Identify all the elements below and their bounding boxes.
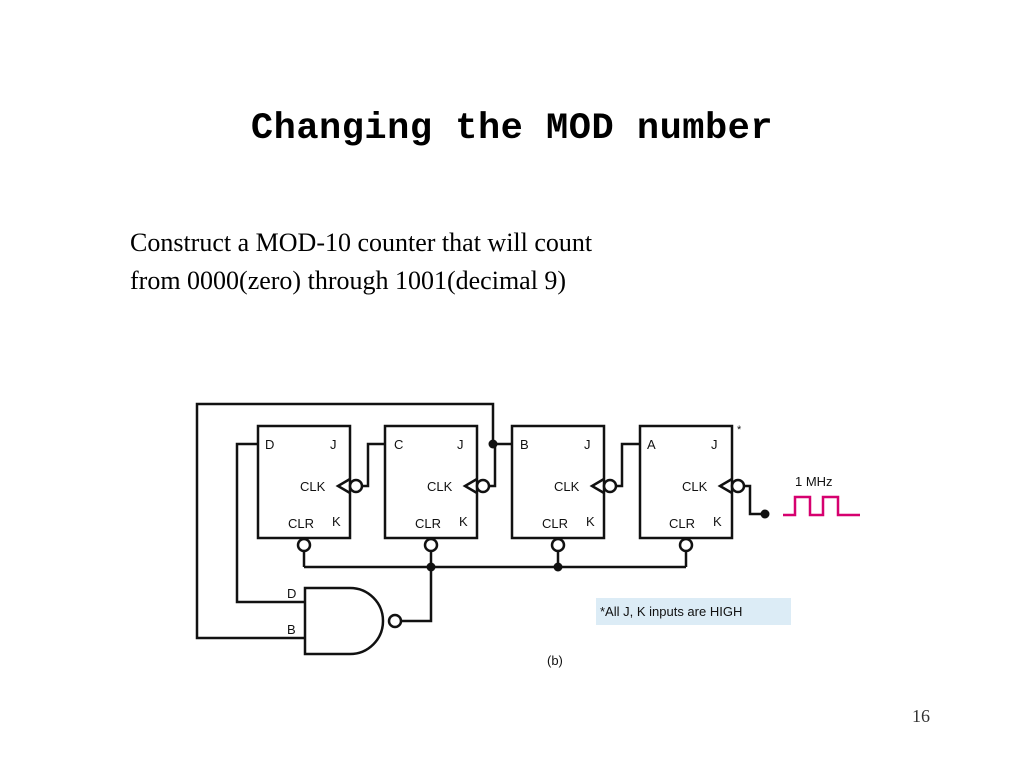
clk-triangle-c	[462, 477, 478, 495]
ff-c-clr-label: CLR	[415, 516, 441, 531]
clk-triangle-a	[717, 477, 733, 495]
note-text: *All J, K inputs are HIGH	[600, 604, 742, 619]
junction-dot	[488, 439, 498, 449]
clk-triangle-b	[589, 477, 605, 495]
ff-a-k-label: K	[713, 514, 722, 529]
clk-bubble-d	[348, 478, 364, 494]
ff-d-clk-label: CLK	[300, 479, 326, 494]
clr-bubble-c	[423, 537, 439, 553]
clr-bubble-b	[550, 537, 566, 553]
junction-dot	[426, 562, 436, 572]
nand-output-bubble	[387, 613, 403, 629]
clock-square-wave	[783, 495, 860, 517]
wire-a-to-b-clock	[616, 442, 640, 488]
wire-clock-input	[744, 484, 765, 516]
ff-a-j-label: J	[711, 437, 718, 452]
ff-b-k-label: K	[586, 514, 595, 529]
wire-c-to-d-clock	[362, 442, 385, 488]
wire-d-feedback	[235, 442, 305, 604]
clk-triangle-d	[335, 477, 351, 495]
ff-b-name: B	[520, 437, 529, 452]
junction-dot	[553, 562, 563, 572]
junction-dot	[760, 509, 770, 519]
nand-input-d-label: D	[287, 586, 296, 601]
ff-b-clr-label: CLR	[542, 516, 568, 531]
ff-c-clk-label: CLK	[427, 479, 453, 494]
ff-c-k-label: K	[459, 514, 468, 529]
slide-title: Changing the MOD number	[250, 108, 774, 150]
ff-d-j-label: J	[330, 437, 337, 452]
ff-a-clk-label: CLK	[682, 479, 708, 494]
note-box	[596, 598, 791, 625]
clock-frequency-label: 1 MHz	[795, 474, 833, 489]
asterisk-marker: *	[737, 424, 742, 436]
nand-gate	[303, 586, 385, 656]
ff-d-clr-label: CLR	[288, 516, 314, 531]
ff-a-clr-label: CLR	[669, 516, 695, 531]
ff-c-name: C	[394, 437, 403, 452]
slide-body-text: Construct a MOD-10 counter that will cou…	[130, 224, 790, 300]
ff-b-clk-label: CLK	[554, 479, 580, 494]
ff-c-j-label: J	[457, 437, 464, 452]
wire-nand-output	[401, 567, 433, 623]
figure-caption: (b)	[547, 653, 563, 668]
ff-d-name: D	[265, 437, 274, 452]
ff-b-j-label: J	[584, 437, 591, 452]
nand-input-b-label: B	[287, 622, 296, 637]
ff-d-k-label: K	[332, 514, 341, 529]
body-line-2: from 0000(zero) through 1001(decimal 9)	[130, 266, 567, 295]
body-line-1: Construct a MOD-10 counter that will cou…	[130, 228, 593, 257]
clk-bubble-a	[730, 478, 746, 494]
wire-b-feedback	[195, 402, 495, 640]
clr-bubble-d	[296, 537, 312, 553]
page-number: 16	[912, 706, 930, 726]
ff-a-name: A	[647, 437, 656, 452]
wire-b-to-c-clock	[489, 442, 512, 488]
wiring	[195, 402, 765, 656]
clr-bubble-a	[678, 537, 694, 553]
junction-dots	[426, 439, 770, 572]
clk-bubble-b	[602, 478, 618, 494]
clk-bubble-c	[475, 478, 491, 494]
